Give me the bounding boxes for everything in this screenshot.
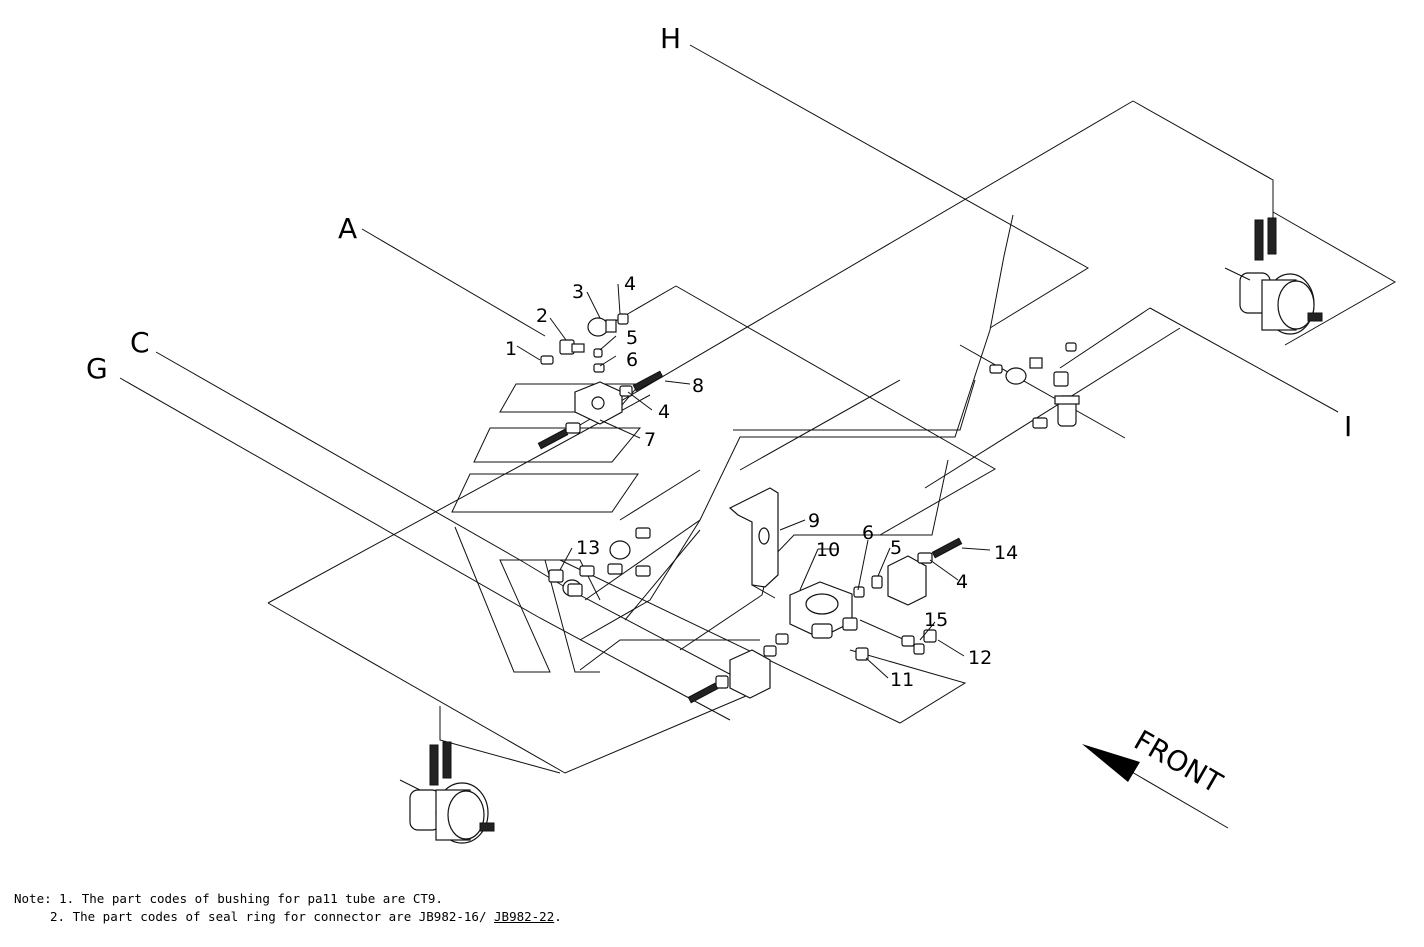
callout-9: 9	[808, 510, 820, 532]
callout-leaders	[516, 283, 991, 679]
chassis-frame	[451, 214, 1014, 673]
callout-2: 2	[536, 305, 548, 327]
arrow-head-icon	[1082, 744, 1140, 782]
line-letter-g: G	[86, 352, 108, 385]
upper-valve-assembly	[537, 313, 664, 450]
note-line-2-code: JB982-22	[494, 909, 555, 924]
right-fitting-group	[989, 342, 1080, 429]
callout-15: 15	[924, 609, 948, 631]
callout-7: 7	[644, 429, 656, 451]
left-center-valves	[548, 527, 651, 597]
line-letter-a: A	[338, 212, 357, 245]
callout-5-top: 5	[626, 327, 638, 349]
callout-4-top: 4	[624, 273, 636, 295]
line-letter-h: H	[660, 22, 681, 55]
line-letters: H A C G I	[86, 22, 1352, 443]
callout-13: 13	[576, 537, 600, 559]
lower-valve-assembly	[687, 629, 937, 704]
callout-14: 14	[994, 542, 1018, 564]
note-line-2: 2. The part codes of seal ring for conne…	[14, 908, 562, 926]
drawing-notes: Note: 1. The part codes of bushing for p…	[14, 890, 562, 926]
callout-12: 12	[968, 647, 992, 669]
front-label: FRONT	[1129, 723, 1229, 800]
callout-10: 10	[816, 539, 840, 561]
mounting-bracket	[728, 487, 779, 599]
note-line-2-end: .	[554, 909, 562, 924]
note-line-1: Note: 1. The part codes of bushing for p…	[14, 891, 443, 906]
callout-11: 11	[890, 669, 914, 691]
callout-4-mid: 4	[658, 401, 670, 423]
brake-chamber-right	[1224, 217, 1323, 335]
callout-5-center: 5	[890, 537, 902, 559]
note-line-2-text: 2. The part codes of seal ring for conne…	[50, 909, 495, 924]
line-letter-i: I	[1344, 410, 1352, 443]
part-callouts: 1 2 3 4 5 6 8 4 7 9 10 6 5 4 14 13 15 12…	[505, 273, 1018, 691]
brake-chamber-left	[399, 741, 495, 844]
line-letter-c: C	[130, 326, 150, 359]
callout-4-right: 4	[956, 571, 968, 593]
front-direction-arrow: FRONT	[1082, 723, 1229, 829]
callout-6-top: 6	[626, 349, 638, 371]
callout-3: 3	[572, 281, 584, 303]
callout-8: 8	[692, 375, 704, 397]
callout-1: 1	[505, 338, 517, 360]
callout-6-center: 6	[862, 522, 874, 544]
relay-valve-assembly	[775, 537, 963, 645]
